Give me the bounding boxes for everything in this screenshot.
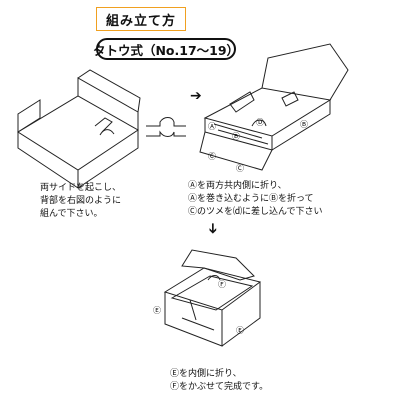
- label-f-step3: Ⓕ: [218, 280, 226, 289]
- label-b-step2: Ⓑ: [232, 132, 240, 141]
- step2-instructions: Ⓐを両方共内側に折り、 Ⓐを巻き込むようにⒷを折って Ⓒのツメを⒟に差し込んで下…: [188, 180, 323, 219]
- step2-box-drawing: [199, 43, 349, 171]
- label-c-step2-left: Ⓒ: [208, 152, 216, 161]
- label-e-step3-right: Ⓔ: [236, 326, 244, 335]
- label-e-step3-left: Ⓔ: [153, 306, 161, 315]
- step1-instructions: 両サイドを起こし、 背部を右図のように 組んで下さい。: [40, 182, 121, 221]
- step1-line-3: 組んで下さい。: [40, 209, 103, 219]
- model-subtitle: タトウ式（No.17〜19）: [93, 38, 239, 60]
- label-a-step2: Ⓐ: [208, 122, 216, 131]
- label-c-step2-right: Ⓒ: [236, 164, 244, 173]
- label-b-step2-right: Ⓑ: [300, 120, 308, 129]
- page-title: 組み立て方: [96, 7, 186, 31]
- step3-box-drawing: [163, 249, 262, 347]
- step2-line-1: Ⓐを両方共内側に折り、: [188, 181, 287, 191]
- tab-detail-drawing: [146, 117, 186, 137]
- step1-line-1: 両サイドを起こし、: [40, 183, 122, 193]
- step2-line-2: Ⓐを巻き込むようにⒷを折って: [188, 194, 314, 204]
- label-d-step2: Ⓓ: [256, 118, 264, 127]
- step3-instructions: Ⓔを内側に折り、 Ⓕをかぶせて完成です。: [170, 368, 268, 394]
- step3-line-1: Ⓔを内側に折り、: [170, 369, 242, 379]
- arrow-down-icon: ➔: [204, 222, 221, 235]
- step2-line-3: Ⓒのツメを⒟に差し込んで下さい: [188, 207, 323, 217]
- arrow-right-icon: ➔: [190, 88, 202, 104]
- step1-line-2: 背部を右図のように: [40, 196, 122, 206]
- step3-line-2: Ⓕをかぶせて完成です。: [170, 382, 269, 392]
- step1-box-drawing: [17, 69, 141, 189]
